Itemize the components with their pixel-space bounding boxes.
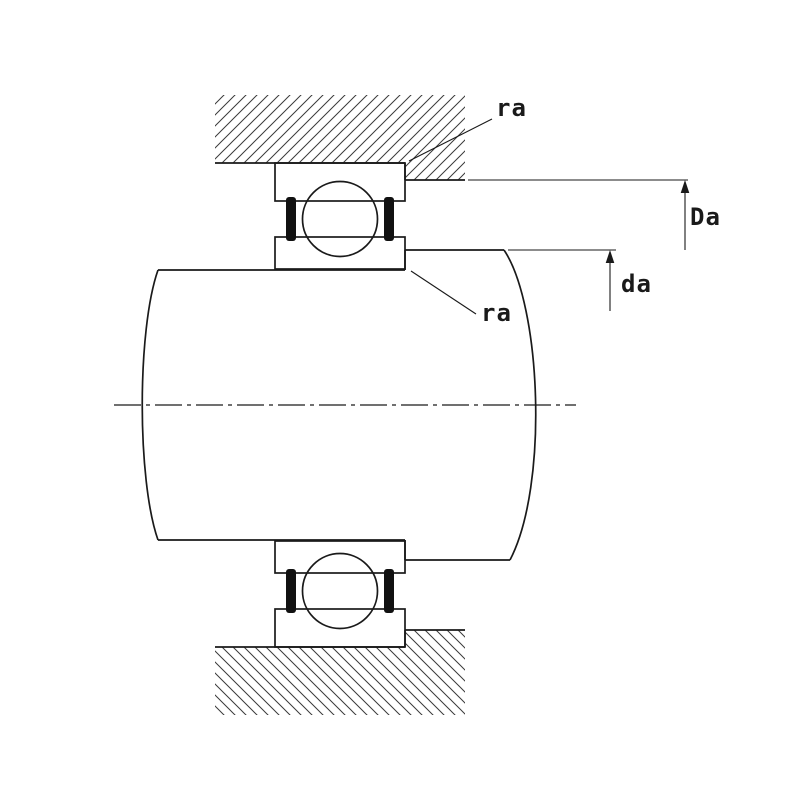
- Da-arrow-icon: [680, 180, 690, 193]
- label-da: da: [621, 270, 652, 298]
- da-arrow-icon: [605, 250, 615, 263]
- ball: [301, 180, 379, 258]
- label-ra-shaft: ra: [481, 299, 512, 327]
- shaft-break-right: [503, 249, 537, 561]
- bearing-housing-unit-top: [215, 95, 465, 270]
- shaft-break-left: [141, 269, 159, 541]
- ra-top-leader: [408, 118, 493, 162]
- shaft: [141, 249, 537, 561]
- ra-shaft-leader: [410, 270, 477, 315]
- outer-ring: [274, 162, 406, 202]
- label-ra-top: ra: [496, 94, 527, 122]
- seal-left: [286, 197, 296, 241]
- dimensions: [408, 118, 690, 315]
- seal-right: [384, 197, 394, 241]
- label-Da: Da: [690, 203, 721, 231]
- bearing-housing-unit-bottom: [214, 540, 466, 716]
- inner-ring: [274, 236, 406, 270]
- housing-section: [215, 95, 465, 180]
